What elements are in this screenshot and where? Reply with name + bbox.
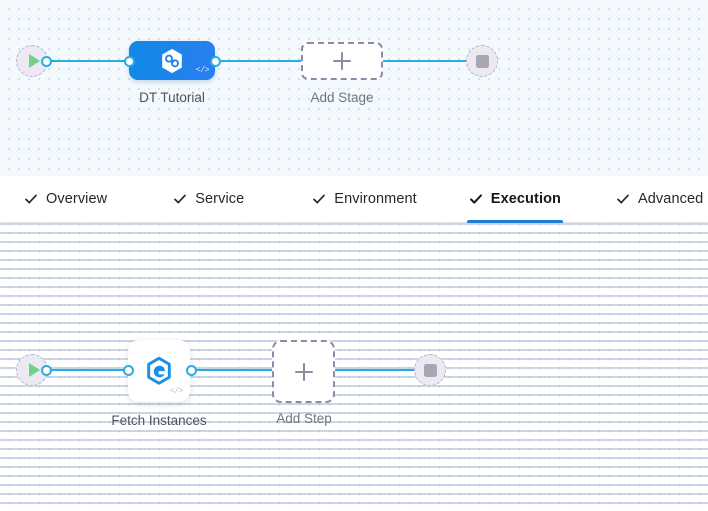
stop-icon [475,54,489,68]
tab-overview-label: Overview [46,191,108,207]
check-icon [616,192,630,206]
add-stage-label: Add Stage [310,90,374,105]
step-code-badge: </> [169,387,184,396]
play-icon [28,363,40,377]
step-output-port[interactable] [186,365,197,376]
plus-icon [333,52,351,70]
check-icon [24,192,38,206]
tab-execution-label: Execution [490,191,561,207]
edge-start-to-stage [45,60,130,62]
pipeline-end-node[interactable] [466,45,498,77]
tab-environment-label: Environment [334,191,417,207]
tab-service[interactable]: Service [163,176,254,223]
pipeline-start-port[interactable] [41,56,52,67]
step-input-port[interactable] [123,365,134,376]
stage-config-tab-bar: Overview Service Environment Execution [0,176,708,223]
stage-input-port[interactable] [124,56,135,67]
play-icon [28,54,40,68]
tab-service-label: Service [195,191,245,207]
execution-steps-canvas[interactable]: </> Fetch Instances Add Step [0,223,708,511]
step-node-fetch-instances[interactable]: </> [128,340,190,402]
tab-overview[interactable]: Overview [14,176,117,223]
execution-end-node[interactable] [414,354,446,386]
stage-node-dt-tutorial[interactable]: </> [129,41,215,80]
add-step-button[interactable] [272,340,335,403]
stage-code-badge: </> [195,66,210,75]
edge-start-to-step [45,369,131,371]
hexagon-e-icon [144,356,174,386]
add-step-label: Add Step [276,411,332,426]
check-icon [469,192,483,206]
add-stage-button[interactable] [301,42,383,80]
step-node-label: Fetch Instances [111,413,207,428]
check-icon [312,192,326,206]
check-icon [173,192,187,206]
canvas-grid [0,223,708,511]
tab-advanced[interactable]: Advanced [606,176,708,223]
stop-icon [423,363,437,377]
stage-node-label: DT Tutorial [139,90,205,105]
tab-environment[interactable]: Environment [302,176,427,223]
plus-icon [294,362,313,381]
tab-advanced-label: Advanced [638,191,704,207]
pipeline-stages-canvas[interactable]: </> DT Tutorial Add Stage [0,0,708,176]
tab-execution[interactable]: Execution [459,176,571,223]
edge-add-stage-to-end [380,60,475,62]
hexagon-link-icon [158,47,186,75]
edge-step-to-add-step [192,369,275,371]
stage-output-port[interactable] [210,56,221,67]
edge-stage-to-add-stage [216,60,304,62]
tab-execution-active-indicator [466,219,563,223]
edge-add-step-to-end [333,369,423,371]
execution-start-port[interactable] [41,365,52,376]
